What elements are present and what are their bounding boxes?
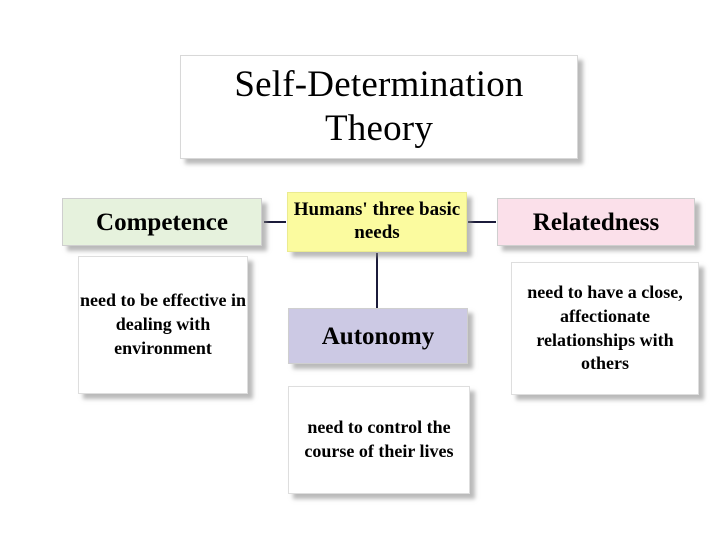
node-relatedness[interactable]: Relatedness [497,198,695,246]
node-basic-needs[interactable]: Humans' three basic needs [287,192,467,252]
description-relatedness: need to have a close, affectionate relat… [511,262,699,395]
connector-center-to-competence [264,221,286,223]
diagram-title: Self-Determination Theory [180,55,578,159]
description-autonomy-text: need to control the course of their live… [304,417,454,461]
description-competence: need to be effective in dealing with env… [78,256,248,394]
description-relatedness-text: need to have a close, affectionate relat… [527,282,683,374]
node-autonomy-label: Autonomy [321,322,435,350]
diagram-title-text: Self-Determination Theory [234,64,524,149]
node-relatedness-label: Relatedness [532,208,660,236]
description-autonomy: need to control the course of their live… [288,386,470,494]
description-competence-text: need to be effective in dealing with env… [80,290,246,358]
node-autonomy[interactable]: Autonomy [288,308,468,364]
node-competence[interactable]: Competence [62,198,262,246]
node-basic-needs-label: Humans' three basic needs [293,199,461,243]
node-competence-label: Competence [96,208,228,236]
connector-center-to-autonomy [376,253,378,308]
connector-center-to-relatedness [468,221,496,223]
